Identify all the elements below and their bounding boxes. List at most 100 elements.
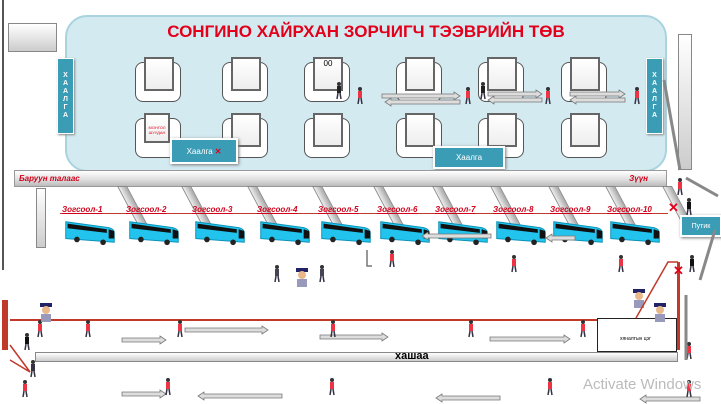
person-icon xyxy=(336,82,342,100)
side-door-letter: Л xyxy=(652,96,657,103)
person-icon xyxy=(177,320,183,338)
side-door-letter: А xyxy=(651,88,658,95)
bus-icon xyxy=(321,221,371,246)
arrow-right-icon xyxy=(319,332,389,342)
person-icon xyxy=(30,360,36,378)
path-marker xyxy=(366,250,372,267)
bus-icon xyxy=(65,221,115,246)
door-closed: Хаалга✕ xyxy=(170,138,238,164)
left-boundary-line xyxy=(2,0,4,270)
door-open: Хаалга xyxy=(433,146,505,169)
parking-label: Зогсоол-6 xyxy=(377,205,418,214)
side-door-letter: А xyxy=(62,88,69,95)
parking-label: Зогсоол-7 xyxy=(435,205,476,214)
arrow-right-icon xyxy=(381,91,461,101)
checkpoint-label: хяналтын цэг xyxy=(620,336,651,342)
person-icon xyxy=(677,178,683,196)
person-icon xyxy=(686,198,692,216)
person-icon xyxy=(686,380,692,398)
person-icon xyxy=(580,320,586,338)
person-icon xyxy=(480,82,486,100)
right-wall xyxy=(678,34,692,170)
bus-icon xyxy=(380,221,430,246)
person-icon xyxy=(329,378,335,396)
door-arrow-icon xyxy=(662,79,682,171)
police-officer-icon xyxy=(654,303,666,322)
road-east-label: Зүүн xyxy=(629,174,648,183)
waiting-seat xyxy=(135,57,181,102)
parking-label: Зогсоол-10 xyxy=(607,205,652,214)
fence-label: хашаа xyxy=(395,350,429,362)
door-label: Хаалга xyxy=(455,153,483,162)
parking-label: Зогсоол-2 xyxy=(126,205,167,214)
fence-bar xyxy=(35,352,678,362)
parking-label: Зогсоол-1 xyxy=(62,205,103,214)
person-icon xyxy=(319,265,325,283)
person-icon xyxy=(547,378,553,396)
os-watermark: Activate Windows xyxy=(583,376,702,393)
side-door-letter: Г xyxy=(652,104,657,111)
post-office-logo: МОНГОЛ ШУУДАН xyxy=(144,113,170,143)
person-icon xyxy=(511,255,517,273)
arrow-right-icon xyxy=(121,335,167,345)
left-post xyxy=(36,188,46,248)
person-icon xyxy=(689,255,695,273)
red-barrier-corner xyxy=(9,344,31,373)
road-west-label: Баруун талаас xyxy=(19,174,80,183)
parking-label: Зогсоол-4 xyxy=(257,205,298,214)
red-barrier-vertical xyxy=(677,262,680,350)
blocked-x-icon: ✕ xyxy=(668,200,679,215)
person-icon xyxy=(37,320,43,338)
waiting-seat: 00 xyxy=(304,57,350,102)
platform-line xyxy=(60,213,668,214)
entry-arrow-icon xyxy=(698,229,717,281)
side-door-letter: А xyxy=(651,112,658,119)
red-barrier-line xyxy=(10,319,640,321)
person-icon xyxy=(618,255,624,273)
door-label: Хаалга xyxy=(186,146,213,156)
arrow-left-icon xyxy=(487,95,543,105)
red-gate-left xyxy=(2,300,8,350)
police-officer-icon xyxy=(296,268,308,287)
police-officer-icon xyxy=(633,289,645,308)
waiting-seat xyxy=(561,113,607,158)
person-icon xyxy=(274,265,280,283)
bus-icon xyxy=(496,221,546,246)
entry-arrow-icon xyxy=(685,176,719,198)
side-door-letter: А xyxy=(62,112,69,119)
road-bar: Баруун талаас Зүүн xyxy=(14,170,667,187)
bus-icon xyxy=(610,221,660,246)
parking-label: Зогсоол-3 xyxy=(192,205,233,214)
arrow-right-icon xyxy=(569,89,626,99)
arrow-left-icon xyxy=(569,95,626,105)
arrow-left-icon xyxy=(435,393,501,403)
police-officer-icon xyxy=(40,303,52,322)
person-icon xyxy=(686,342,692,360)
waiting-seat xyxy=(561,57,607,102)
waiting-seat xyxy=(396,113,442,158)
kiosk-label: Путик xyxy=(691,222,711,230)
waiting-seat xyxy=(222,57,268,102)
side-door-letter: Х xyxy=(652,72,657,79)
side-door-letter: Л xyxy=(63,96,68,103)
side-door-letter: А xyxy=(62,80,69,87)
person-icon xyxy=(545,87,551,105)
parking-label: Зогсоол-9 xyxy=(550,205,591,214)
checkpoint-box: хяналтын цэг xyxy=(597,318,677,352)
person-icon xyxy=(330,320,336,338)
person-icon xyxy=(357,87,363,105)
side-door-letter: Г xyxy=(63,104,68,111)
parking-label: Зогсоол-5 xyxy=(318,205,359,214)
person-icon xyxy=(468,320,474,338)
side-door-letter: А xyxy=(651,80,658,87)
arrow-right-icon xyxy=(489,334,571,344)
arrow-left-icon xyxy=(545,233,576,243)
arrow-left-icon xyxy=(197,391,283,401)
bus-icon xyxy=(260,221,310,246)
person-icon xyxy=(165,378,171,396)
person-icon xyxy=(85,320,91,338)
blocked-x-icon: ✕ xyxy=(673,263,684,278)
